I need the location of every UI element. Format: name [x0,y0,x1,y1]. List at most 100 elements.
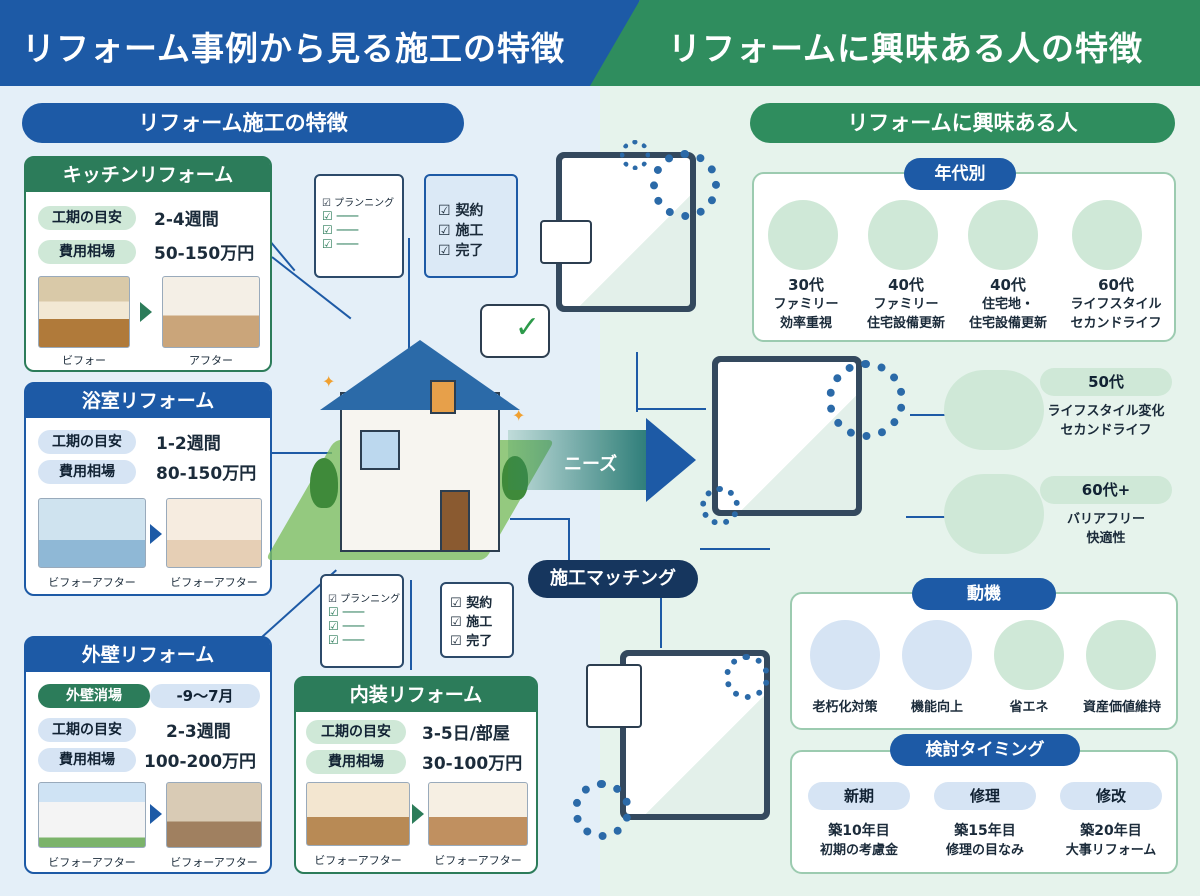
checklist-item: ☑ 施工 [438,223,484,239]
checkmark-icon: ✓ [514,310,540,345]
motive-title: 動機 [912,578,1056,610]
needs-arrow [508,430,648,490]
sparkle-icon: ✦ [512,406,526,425]
bath-period: 1-2週間 [156,434,221,454]
kitchen-cost-label: 費用相場 [38,240,136,264]
matching-label: 施工マッチング [528,560,698,598]
exterior-after-image [166,782,262,848]
motive-label: 省エネ [1009,700,1049,715]
age-item: 40代住宅地・住宅設備更新 [968,276,1047,331]
tree-icon [310,458,338,508]
age50-label: 50代 [1040,368,1172,396]
exterior-wall-value: -9〜7月 [150,684,260,708]
needs-label: ニーズ [564,454,618,475]
checklist-item: ☑ ─── [322,223,359,237]
motive-label: 機能向上 [910,700,963,715]
kitchen-card: キッチンリフォーム 工期の目安 2-4週間 費用相場 50-150万円 ビフォー… [24,156,272,372]
person-pair-icon [944,370,1044,450]
interior-before-caption: ビフォーアフター [314,854,402,867]
checklist-item: ☑ プランニング [322,198,395,209]
gear-icon [826,360,906,440]
timing-label: 新期 [808,782,910,810]
checklist-item: ☑ 施工 [450,615,493,630]
exterior-period-label: 工期の目安 [38,718,136,742]
kitchen-after-caption: アフター [189,354,233,367]
arrow-right-icon [412,804,424,824]
interior-cost-label: 費用相場 [306,750,406,774]
kitchen-period: 2-4週間 [154,210,219,230]
age-title: 年代別 [904,158,1016,190]
age50-description: ライフスタイル変化セカンドライフ [1047,404,1165,438]
lightbulb-icon [994,620,1064,690]
connector-line [636,408,706,410]
checklist-item: ☑ プランニング [328,594,401,605]
exterior-card: 外壁リフォーム 外壁消場 -9〜7月 工期の目安 2-3週間 費用相場 100-… [24,636,272,874]
connector-line [910,414,950,416]
bath-card: 浴室リフォーム 工期の目安 1-2週間 費用相場 80-150万円 ビフォーアフ… [24,382,272,596]
window-icon [360,430,400,470]
checklist-item: ☑ ─── [328,633,365,647]
header-left [0,0,640,86]
exterior-period: 2-3週間 [166,722,231,742]
motive-label: 老朽化対策 [812,700,878,715]
timing-label: 修理 [934,782,1036,810]
connector-line [272,452,332,454]
house-icon [340,392,500,552]
gear-icon [700,486,740,526]
timing-description: 築10年目初期の考慮金 [819,823,898,858]
header-left-title: リフォーム事例から見る施工の特徴 [22,29,566,68]
right-section-title: リフォームに興味ある人 [750,103,1175,143]
connector-line [660,598,662,648]
connector-line [410,580,412,670]
growth-chart-icon [902,620,972,690]
planning-clipboard-icon: ☑ プランニング ☑ ─── ☑ ─── ☑ ─── [314,174,404,278]
bath-before-image [38,498,146,568]
interior-card: 内装リフォーム 工期の目安 3-5日/部屋 費用相場 30-100万円 ビフォー… [294,676,538,874]
kitchen-cost: 50-150万円 [154,244,255,264]
checklist-item: ☑ 契約 [450,596,493,611]
exterior-cost: 100-200万円 [144,752,257,772]
timing-description: 築20年目大事リフォーム [1065,823,1157,858]
connector-line [636,352,638,412]
exterior-title: 外壁リフォーム [26,638,270,672]
exterior-before-caption: ビフォーアフター [48,856,136,869]
interior-title: 内装リフォーム [296,678,536,712]
interior-after-caption: ビフォーアフター [434,854,522,867]
left-section-title: リフォーム施工の特徴 [22,103,464,143]
bath-after-caption: ビフォーアフター [170,576,258,589]
connector-line [568,518,570,562]
exterior-after-caption: ビフォーアフター [170,856,258,869]
timing-description: 築15年目修理の目なみ [945,823,1024,858]
kitchen-before-caption: ビフォー [62,354,106,367]
exterior-before-image [38,782,146,848]
arrow-right-icon [140,302,152,322]
person-pair-icon [944,474,1044,554]
bath-period-label: 工期の目安 [38,430,136,454]
interior-before-image [306,782,410,846]
timing-title: 検討タイミング [890,734,1080,766]
checklist-item: ☑ ─── [328,605,365,619]
chart-window-icon [586,664,642,728]
monitor-icon [620,650,770,820]
connector-line [906,516,946,518]
connector-line [700,548,770,550]
age-item: 40代ファミリー住宅設備更新 [866,276,945,331]
kitchen-title: キッチンリフォーム [26,158,270,192]
interior-period: 3-5日/部屋 [422,724,510,744]
interior-after-image [428,782,528,846]
age60-description: バリアフリー快適性 [1066,512,1145,546]
bath-title: 浴室リフォーム [26,384,270,418]
timing-card [790,750,1178,874]
connector-line [408,238,410,358]
sparkle-icon: ✦ [322,372,336,391]
bath-cost-label: 費用相場 [38,460,136,484]
yen-house-icon [1086,620,1156,690]
age-item: 60代ライフスタイルセカンドライフ [1070,276,1162,331]
checklist-item: ☑ 契約 [438,203,484,219]
person-pair-icon [868,200,938,270]
arrow-right-icon [150,524,162,544]
bath-before-caption: ビフォーアフター [48,576,136,589]
motive-label: 資産価値維持 [1082,700,1161,715]
arrow-right-icon [150,804,162,824]
checklist-item: ☑ ─── [322,237,359,251]
